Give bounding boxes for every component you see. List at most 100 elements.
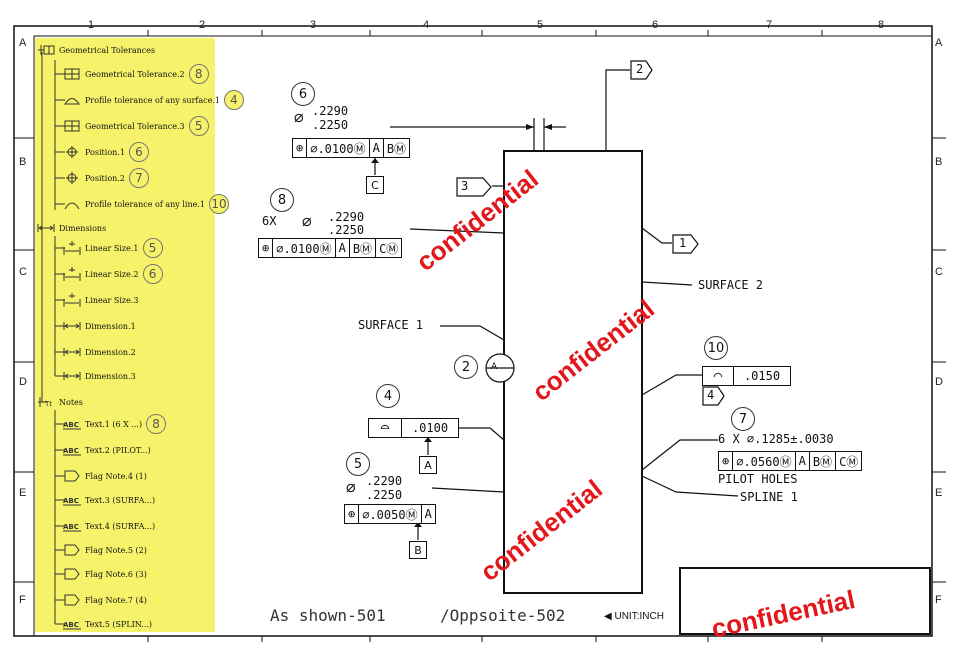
surface-2-label: SURFACE 2: [698, 278, 764, 292]
dimension-icon: [63, 372, 81, 380]
tree-item-label: Text.3 (SURFA...): [85, 495, 156, 505]
tree-item-linear-size-1[interactable]: Linear Size.1 5: [63, 238, 163, 258]
tree-item-label: Dimension.3: [85, 371, 136, 381]
view-label-opposite: /Oppsoite-502: [440, 606, 566, 625]
feature-control-frame-5: ⊕ ⌀.0050Ⓜ A: [344, 504, 436, 524]
callout-balloon: 10: [208, 194, 229, 214]
feature-control-frame-6: ⊕ ⌀.0100Ⓜ A BⓂ: [292, 138, 411, 158]
callout-balloon: 5: [188, 116, 209, 136]
tree-item-linear-size-2[interactable]: Linear Size.2 6: [63, 264, 163, 284]
tree-item-text-5[interactable]: ABC Text.5 (SPLIN...): [63, 615, 152, 633]
tree-item-dimension-2[interactable]: Dimension.2: [63, 343, 136, 361]
tree-item-label: Position.2: [85, 173, 125, 183]
dim8-prefix: 6X: [262, 214, 277, 228]
callout-balloon: 5: [142, 238, 163, 258]
position-icon: [66, 172, 78, 184]
fcf-cell: CⓂ: [379, 241, 399, 256]
tree-item-flag-note-4[interactable]: Flag Note.4 (1): [63, 467, 147, 485]
fcf-cell: ⌀.0100Ⓜ: [307, 139, 370, 157]
svg-text:ABC: ABC: [63, 621, 79, 629]
surface-1-label: SURFACE 1: [358, 318, 424, 332]
fcf-cell: ⊕: [345, 505, 360, 523]
tree-item-text-3[interactable]: ABC Text.3 (SURFA...): [63, 491, 155, 509]
callout-4: 4: [376, 384, 400, 408]
callout-8: 8: [270, 188, 294, 212]
fcf-cell: ⌀.0050Ⓜ: [359, 505, 422, 523]
linear-size-icon: [63, 267, 81, 281]
view-label-as-shown: As shown-501: [270, 606, 386, 625]
tree-item-text-2[interactable]: ABC Text.2 (PILOT...): [63, 441, 151, 459]
tree-group-notes[interactable]: Tt Notes: [37, 393, 83, 411]
tree-item-flag-note-7[interactable]: Flag Note.7 (4): [63, 591, 147, 609]
zone-row-b-right: B: [935, 156, 943, 168]
tree-group-dimensions[interactable]: Dimensions: [37, 219, 106, 237]
zone-row-c-left: C: [19, 266, 27, 278]
flag-note-2-label: 2: [636, 62, 644, 76]
zone-row-f-left: F: [19, 594, 26, 606]
zone-col-3: 3: [310, 19, 317, 31]
fcf-cell: A: [796, 452, 810, 470]
abc-text-icon: ABC: [63, 523, 81, 532]
tree-item-position-1[interactable]: Position.1 6: [63, 142, 149, 162]
zone-col-4: 4: [423, 19, 430, 31]
tree-item-dimension-3[interactable]: Dimension.3: [63, 367, 136, 385]
callout-10: 10: [704, 336, 728, 360]
tree-item-label: Profile tolerance of any line.1: [85, 199, 205, 209]
diameter-symbol: ⌀: [294, 108, 304, 127]
tree-item-label: Flag Note.7 (4): [85, 595, 147, 605]
callout-balloon: 4: [224, 90, 244, 110]
tree-item-text-1[interactable]: ABC Text.1 (6 X ...) 8: [63, 414, 167, 434]
zone-row-e-left: E: [19, 487, 27, 499]
tree-item-label: Linear Size.1: [85, 243, 139, 253]
dimension-icon: [37, 224, 55, 232]
abc-text-icon: ABC: [63, 421, 81, 430]
tree-item-linear-size-3[interactable]: Linear Size.3: [63, 291, 139, 309]
tree-item-profile-line-1[interactable]: Profile tolerance of any line.1 10: [63, 194, 229, 214]
linear-size-icon: [63, 293, 81, 307]
callout-5: 5: [346, 452, 370, 476]
tree-group-geometrical-tolerances[interactable]: Geometrical Tolerances: [37, 41, 155, 59]
abc-text-icon: ABC: [63, 497, 81, 506]
tree-item-dimension-1[interactable]: Dimension.1: [63, 317, 136, 335]
callout-7: 7: [731, 407, 755, 431]
datum-c: C: [366, 176, 384, 194]
tolerance-frame-icon: [64, 120, 80, 132]
flag-note-4: [702, 386, 725, 406]
flag-note-icon: [64, 544, 80, 556]
zone-col-2: 2: [199, 19, 206, 31]
tree-item-profile-surface-1[interactable]: Profile tolerance of any surface.1 4: [63, 90, 244, 110]
zone-col-8: 8: [878, 19, 885, 31]
linear-size-icon: [63, 241, 81, 255]
zone-col-5: 5: [537, 19, 544, 31]
tree-item-flag-note-6[interactable]: Flag Note.6 (3): [63, 565, 147, 583]
zone-row-c-right: C: [935, 266, 943, 278]
abc-text-icon: ABC: [63, 447, 81, 456]
flag-note-1-label: 1: [679, 236, 687, 250]
tree-item-geometrical-tolerance-3[interactable]: Geometrical Tolerance.3 5: [63, 116, 209, 136]
fcf-cell: .0100: [411, 421, 449, 435]
dimension-icon: [63, 348, 81, 356]
tree-connector-lines: [41, 52, 65, 625]
fcf-cell: ⌒: [703, 367, 734, 385]
flag-note-3: [456, 177, 492, 197]
diameter-symbol: ⌀: [302, 212, 312, 231]
tree-item-flag-note-5[interactable]: Flag Note.5 (2): [63, 541, 147, 559]
dim5-upper: .2290: [366, 474, 403, 488]
zone-row-f-right: F: [935, 594, 942, 606]
dim8-upper: .2290: [328, 210, 365, 224]
fcf-cell: .0150: [743, 369, 781, 383]
fcf-cell: A: [336, 239, 350, 257]
tree-item-position-2[interactable]: Position.2 7: [63, 168, 149, 188]
fcf-cell: ⌀.0560Ⓜ: [733, 452, 796, 470]
specification-tree: Geometrical Tolerances Geometrical Toler…: [35, 38, 244, 633]
fcf-cell: BⓂ: [810, 452, 837, 470]
svg-text:ABC: ABC: [63, 497, 79, 505]
callout-balloon: 6: [142, 264, 163, 284]
tree-item-geometrical-tolerance-2[interactable]: Geometrical Tolerance.2 8: [63, 64, 209, 84]
flag-note-3-label: 3: [461, 179, 469, 193]
tree-item-text-4[interactable]: ABC Text.4 (SURFA...): [63, 517, 155, 535]
callout-balloon: 6: [128, 142, 149, 162]
profile-line-icon: [64, 202, 80, 210]
tree-item-label: Dimension.2: [85, 347, 136, 357]
